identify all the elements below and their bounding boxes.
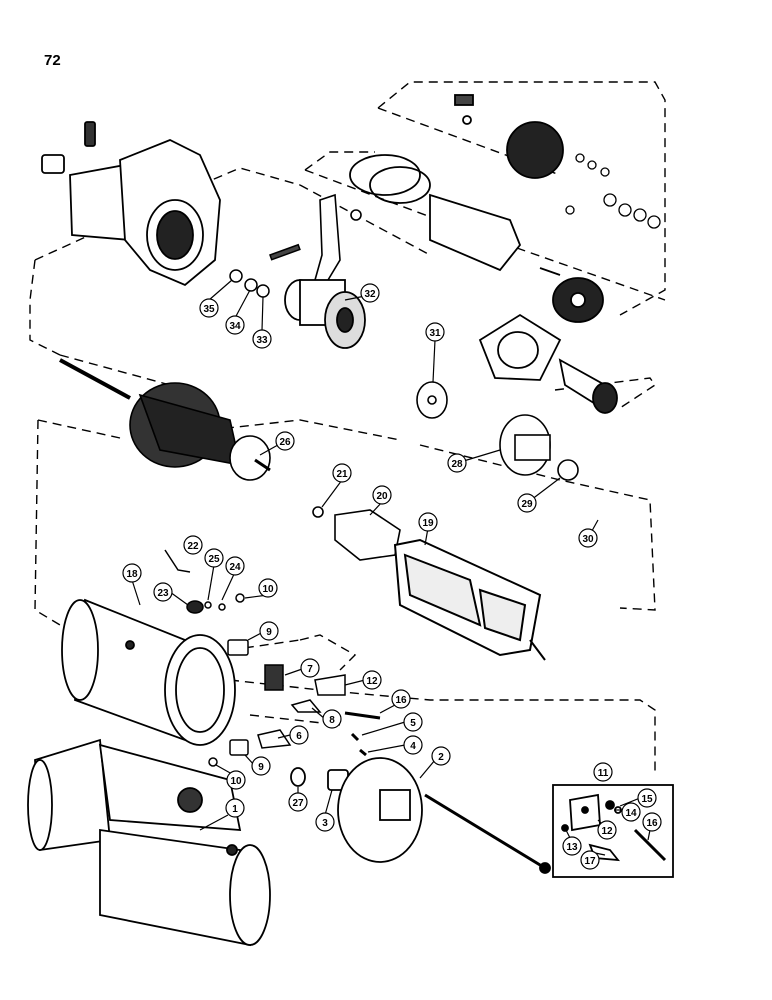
callout-18: 18: [122, 563, 142, 606]
brush-parts: [257, 664, 381, 757]
svg-text:33: 33: [256, 335, 268, 346]
svg-text:16: 16: [395, 695, 407, 706]
callout-14: 14: [614, 802, 641, 822]
callout-30: 30: [578, 519, 599, 548]
armature: [59, 358, 271, 481]
nuts-washers: [565, 153, 661, 229]
callout-26: 26: [259, 431, 295, 456]
svg-text:9: 9: [258, 762, 264, 773]
callout-9b: 9: [244, 754, 271, 776]
callout-12b: 12: [597, 819, 617, 840]
solenoid: [349, 94, 604, 323]
field-coils: [393, 538, 546, 661]
svg-text:35: 35: [203, 304, 215, 315]
callout-5: 5: [361, 712, 423, 736]
callout-6: 6: [277, 725, 309, 745]
solenoid-gasket: [478, 313, 618, 414]
svg-text:31: 31: [429, 328, 441, 339]
callout-33: 33: [252, 296, 272, 349]
callout-17: 17: [580, 850, 606, 870]
svg-text:2: 2: [438, 752, 444, 763]
svg-text:30: 30: [582, 534, 594, 545]
commutator-end-plate: [499, 414, 579, 481]
svg-text:29: 29: [521, 499, 533, 510]
callout-34: 34: [225, 289, 251, 335]
svg-text:25: 25: [208, 554, 220, 565]
callout-27: 27: [288, 787, 308, 812]
washers-33-35: [229, 243, 301, 298]
callout-8: 8: [311, 707, 342, 729]
callout-15: 15: [619, 788, 657, 808]
callout-10a: 10: [244, 578, 278, 599]
callout-1: 1: [199, 798, 245, 831]
svg-text:17: 17: [584, 856, 596, 867]
svg-text:28: 28: [451, 459, 463, 470]
callout-29: 29: [517, 477, 561, 513]
svg-text:21: 21: [336, 469, 348, 480]
svg-text:20: 20: [376, 491, 388, 502]
svg-text:32: 32: [364, 289, 376, 300]
svg-text:34: 34: [229, 321, 241, 332]
svg-text:23: 23: [157, 588, 169, 599]
callout-21: 21: [321, 463, 352, 508]
svg-text:14: 14: [625, 808, 637, 819]
svg-text:9: 9: [266, 627, 272, 638]
svg-text:12: 12: [601, 826, 613, 837]
svg-text:15: 15: [641, 794, 653, 805]
callout-31: 31: [425, 322, 445, 383]
callout-24: 24: [221, 556, 245, 601]
callout-23: 23: [153, 582, 189, 606]
callout-13: 13: [562, 829, 582, 856]
svg-text:10: 10: [230, 776, 242, 787]
svg-text:8: 8: [329, 715, 335, 726]
callout-9a: 9: [247, 621, 279, 641]
callout-11: 11: [593, 762, 613, 782]
field-frame: [61, 598, 236, 746]
svg-text:26: 26: [279, 437, 291, 448]
brush-holder: [312, 506, 401, 561]
callout-16a: 16: [379, 689, 411, 714]
callout-20: 20: [369, 485, 392, 516]
shift-lever: [314, 193, 362, 287]
pinion-drive: [284, 279, 366, 349]
callout-4: 4: [367, 735, 423, 755]
svg-text:16: 16: [646, 818, 658, 829]
svg-text:4: 4: [410, 741, 416, 752]
svg-text:1: 1: [232, 804, 238, 815]
svg-text:18: 18: [126, 569, 138, 580]
callouts: 35 34 33 32 31 26 28 29 30 21 20 19 22 2…: [122, 279, 662, 870]
page-number: 72: [44, 52, 61, 69]
svg-text:6: 6: [296, 731, 302, 742]
svg-text:7: 7: [307, 664, 313, 675]
callout-3: 3: [315, 789, 335, 832]
svg-text:13: 13: [566, 842, 578, 853]
svg-text:19: 19: [422, 518, 434, 529]
drive-housing: [41, 121, 221, 287]
callout-22: 22: [183, 535, 203, 555]
washer-31: [416, 381, 448, 419]
callout-25: 25: [204, 548, 224, 601]
callout-19: 19: [418, 512, 438, 546]
terminal-parts: [164, 549, 249, 767]
callout-12a: 12: [344, 670, 382, 690]
svg-text:5: 5: [410, 718, 416, 729]
assembled-starter: [27, 738, 271, 947]
svg-text:11: 11: [598, 768, 609, 779]
callout-7: 7: [284, 658, 320, 678]
callout-10b: 10: [215, 764, 246, 790]
commutator-end-frame: [290, 757, 551, 874]
svg-text:27: 27: [292, 798, 304, 809]
callout-32: 32: [344, 283, 380, 303]
svg-text:10: 10: [262, 584, 274, 595]
callout-16b: 16: [642, 812, 662, 841]
svg-text:12: 12: [366, 676, 378, 687]
callout-35: 35: [199, 279, 233, 318]
svg-text:24: 24: [229, 562, 241, 573]
callout-28: 28: [447, 449, 501, 473]
svg-text:3: 3: [322, 818, 328, 829]
callout-2: 2: [419, 746, 451, 779]
svg-text:22: 22: [187, 541, 199, 552]
